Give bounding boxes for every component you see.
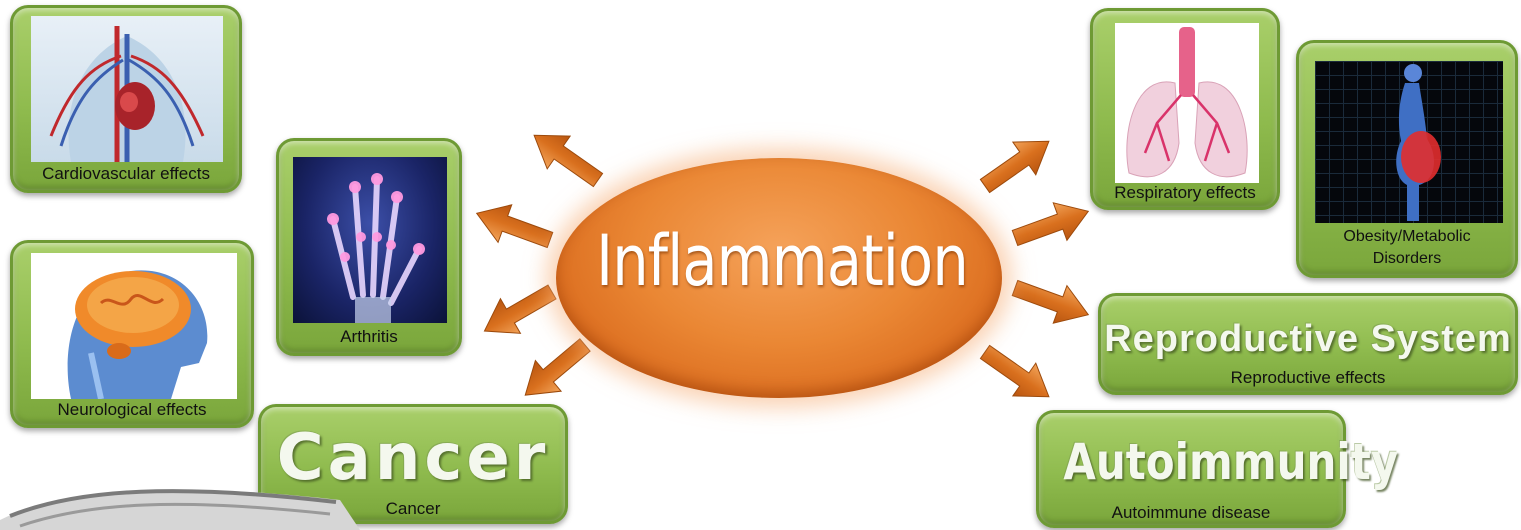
decorative-swoosh	[0, 440, 380, 530]
inflammation-label: Inflammation	[596, 220, 962, 302]
card-autoimmunity: Autoimmunity Autoimmune disease	[1036, 410, 1346, 528]
arrow-to-neurological	[474, 275, 562, 349]
card-reproductive: Reproductive System Reproductive effects	[1098, 293, 1518, 395]
lungs-icon	[1115, 23, 1259, 183]
arthritis-caption: Arthritis	[279, 327, 459, 347]
heart-vessels-icon	[31, 16, 223, 162]
neurological-caption: Neurological effects	[13, 400, 251, 420]
card-respiratory: Respiratory effects	[1090, 8, 1280, 210]
arrow-to-obesity	[1008, 193, 1095, 257]
xray-hand-icon	[293, 157, 447, 323]
card-arthritis: Arthritis	[276, 138, 462, 356]
reproductive-title: Reproductive System	[1101, 318, 1515, 361]
arrow-to-arthritis	[470, 195, 557, 259]
obesity-caption-line1: Obesity/Metabolic	[1299, 227, 1515, 247]
respiratory-caption: Respiratory effects	[1093, 183, 1277, 203]
obesity-caption-line2: Disorders	[1299, 249, 1515, 269]
arrow-to-cancer	[512, 330, 597, 411]
autoimmunity-caption: Autoimmune disease	[1039, 503, 1343, 523]
card-obesity: Obesity/Metabolic Disorders	[1296, 40, 1518, 278]
cardiovascular-caption: Cardiovascular effects	[13, 164, 239, 184]
arrow-to-respiratory	[974, 125, 1061, 203]
brain-head-icon	[31, 253, 237, 399]
card-neurological: Neurological effects	[10, 240, 254, 428]
arrow-to-autoimmunity	[974, 336, 1061, 414]
arrow-to-cardiovascular	[523, 119, 610, 197]
autoimmunity-title: Autoimmunity	[1063, 433, 1318, 491]
arrow-to-reproductive	[1008, 269, 1095, 333]
reproductive-caption: Reproductive effects	[1101, 368, 1515, 388]
inflammation-ellipse: Inflammation	[556, 158, 1002, 398]
obese-body-icon	[1315, 61, 1503, 223]
card-cardiovascular: Cardiovascular effects	[10, 5, 242, 193]
